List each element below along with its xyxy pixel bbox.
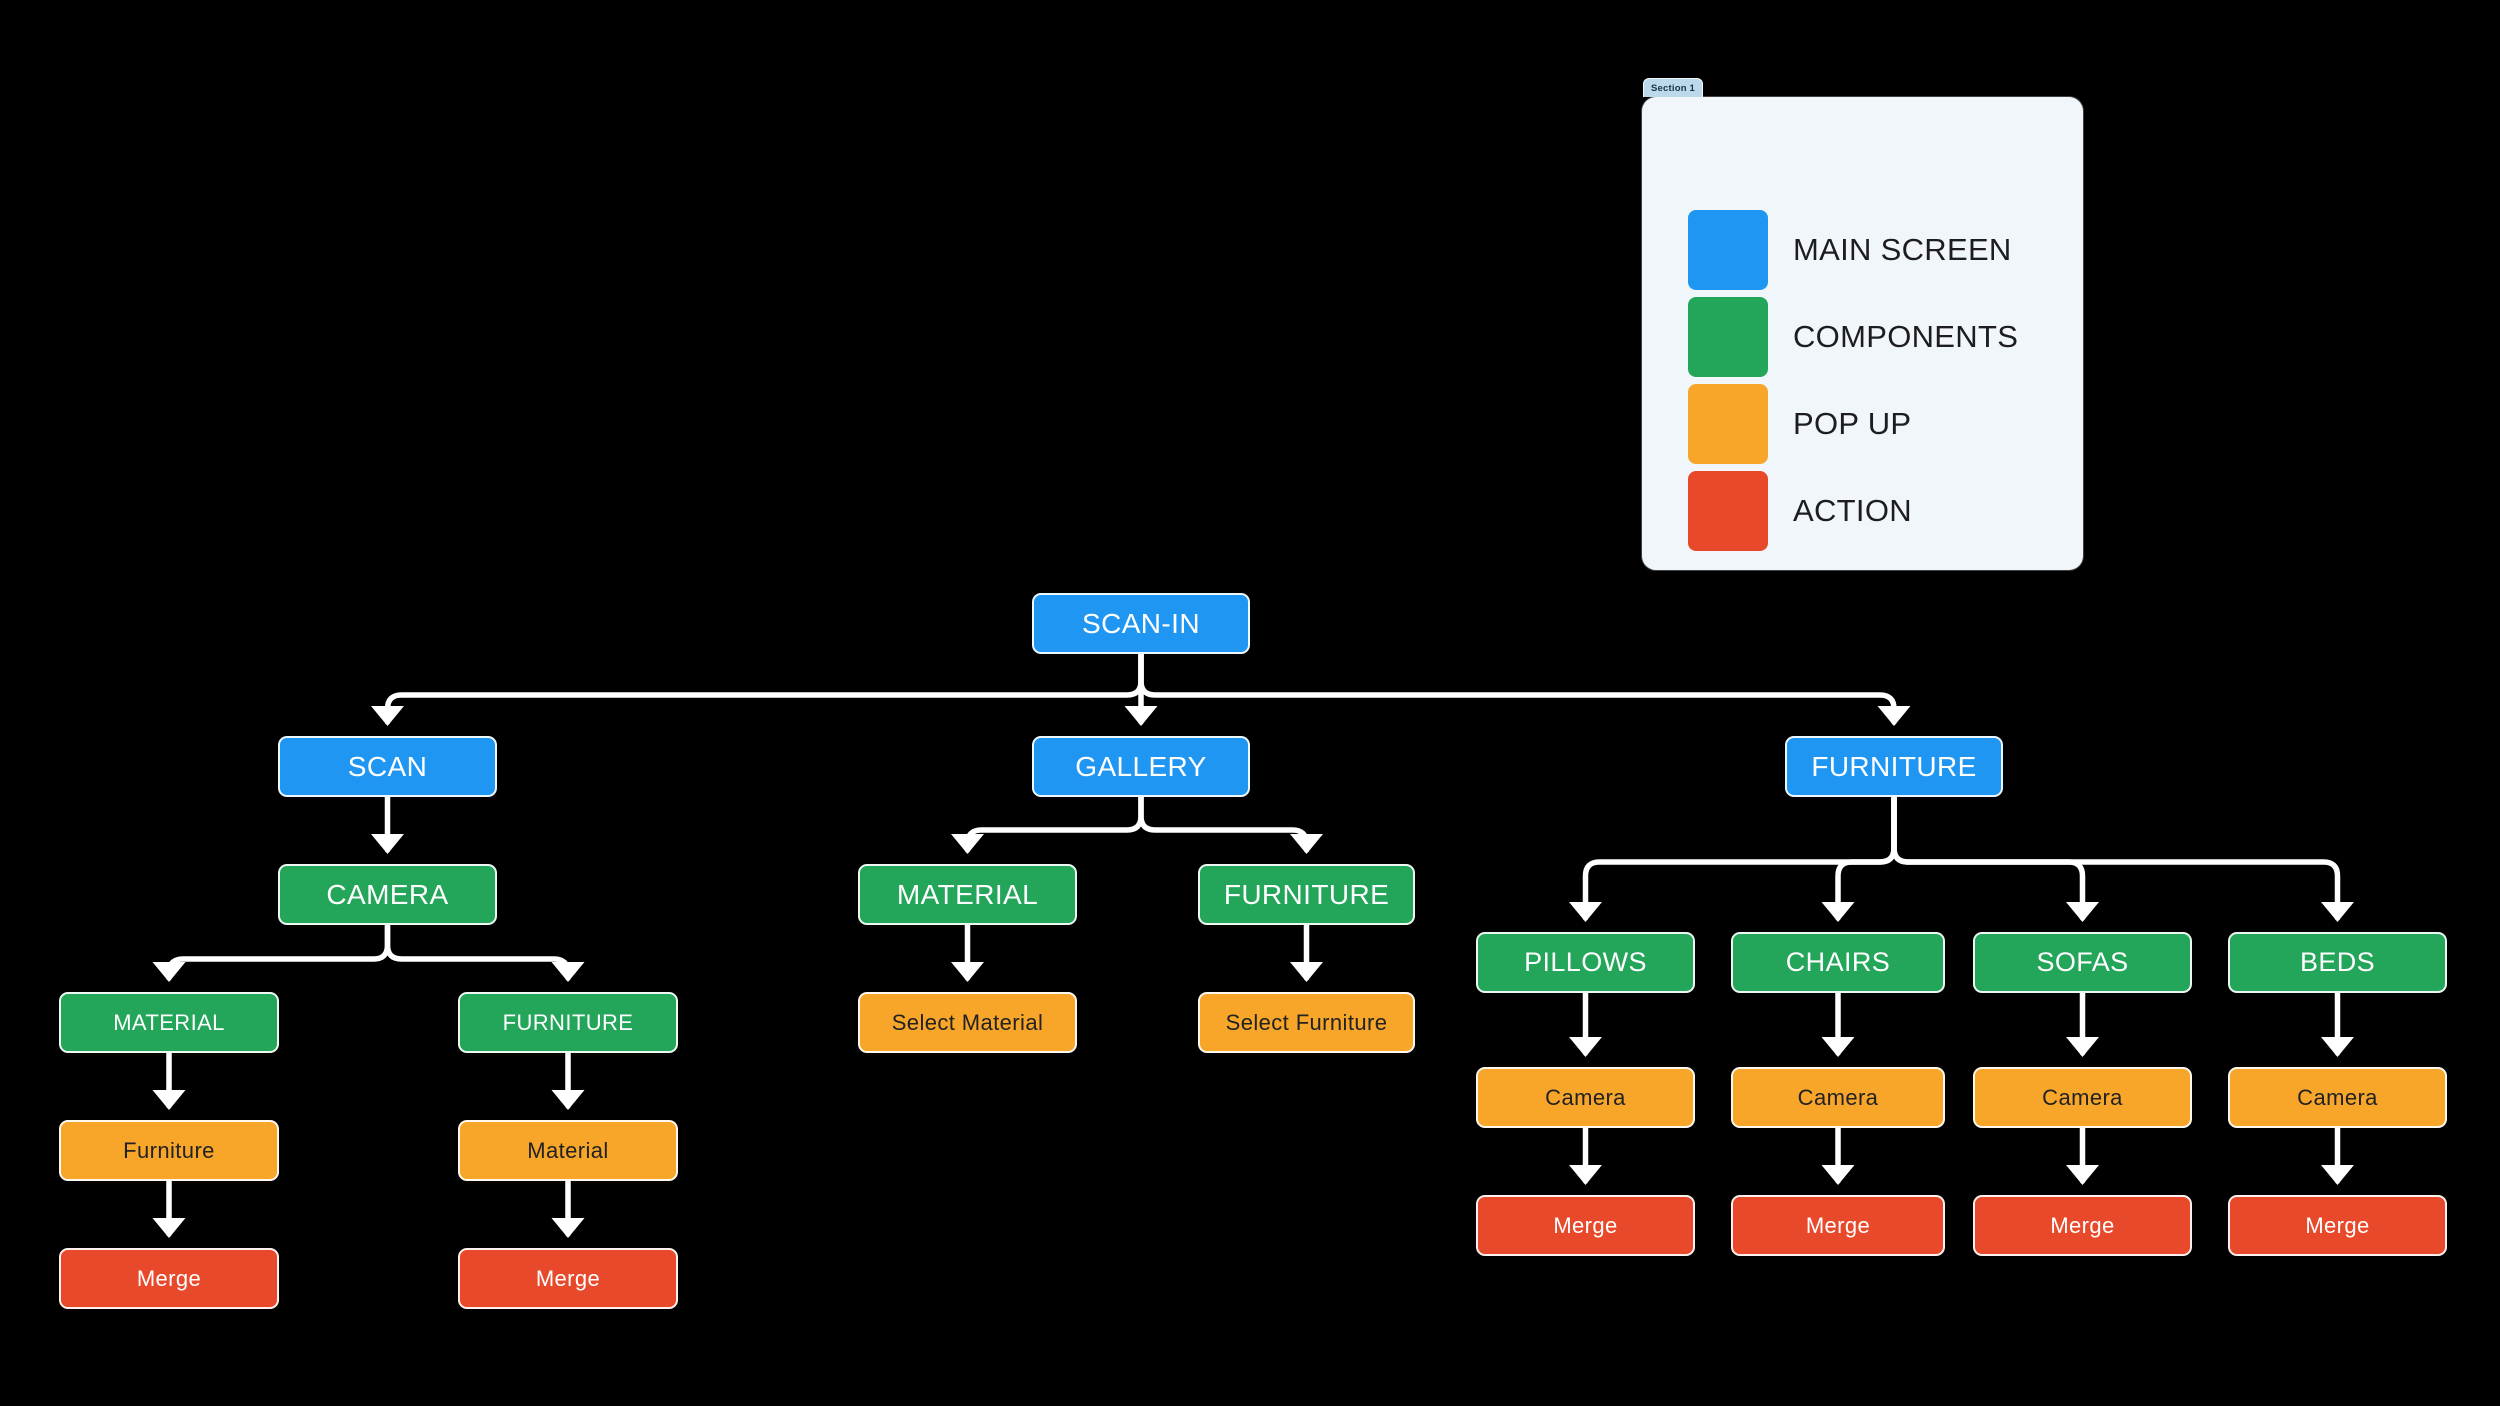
edge-furn-chairs [1821,794,1897,922]
node-scan-furniture[interactable]: FURNITURE [458,992,678,1053]
section-tab-label: Section 1 [1651,82,1696,94]
legend-label: MAIN SCREEN [1793,232,2012,267]
node-beds[interactable]: BEDS [2228,932,2447,993]
legend-items: MAIN SCREEN COMPONENTS POP UP ACTION [1688,210,2053,551]
node-scan[interactable]: SCAN [278,736,497,797]
legend-item-pop_up: POP UP [1688,384,2053,464]
edge-gallery-material [951,794,1144,854]
node-merge-sofas[interactable]: Merge [1973,1195,2192,1256]
section-tab[interactable]: Section 1 [1643,78,1704,97]
edge-gallery-furniture [1138,794,1323,854]
legend-item-action: ACTION [1688,471,2053,551]
edge-scanin-scan [371,651,1144,726]
node-gallery-furniture[interactable]: FURNITURE [1198,864,1415,925]
action-swatch [1688,471,1768,551]
edge-scanin-furniture [1138,651,1911,726]
edge-camera-material [152,923,391,982]
node-merge-chairs[interactable]: Merge [1731,1195,1945,1256]
edge-furn-sofas [1891,794,2099,922]
edge-furn-pillows [1569,794,1897,922]
node-camera-pillows[interactable]: Camera [1476,1067,1695,1128]
legend-label: POP UP [1793,406,1912,441]
node-gallery[interactable]: GALLERY [1032,736,1250,797]
edge-furn-beds [1891,794,2354,922]
legend-item-components: COMPONENTS [1688,297,2053,377]
legend-panel: Section 1 MAIN SCREEN COMPONENTS POP UP ACT… [1642,78,2083,570]
pop_up-swatch [1688,384,1768,464]
node-scan-material[interactable]: MATERIAL [59,992,279,1053]
node-chairs[interactable]: CHAIRS [1731,932,1945,993]
legend-label: ACTION [1793,493,1912,528]
components-swatch [1688,297,1768,377]
node-select-furniture[interactable]: Select Furniture [1198,992,1415,1053]
node-pillows[interactable]: PILLOWS [1476,932,1695,993]
node-merge-pillows[interactable]: Merge [1476,1195,1695,1256]
node-merge-scan-right[interactable]: Merge [458,1248,678,1309]
node-sofas[interactable]: SOFAS [1973,932,2192,993]
node-camera-scan[interactable]: CAMERA [278,864,497,925]
node-scan-in[interactable]: SCAN-IN [1032,593,1250,654]
node-merge-scan-left[interactable]: Merge [59,1248,279,1309]
node-merge-beds[interactable]: Merge [2228,1195,2447,1256]
node-furniture-main[interactable]: FURNITURE [1785,736,2003,797]
node-select-material[interactable]: Select Material [858,992,1077,1053]
node-camera-beds[interactable]: Camera [2228,1067,2447,1128]
node-popup-furniture[interactable]: Furniture [59,1120,279,1181]
node-popup-material[interactable]: Material [458,1120,678,1181]
legend-item-main_screen: MAIN SCREEN [1688,210,2053,290]
edge-camera-furniture [384,923,585,982]
main_screen-swatch [1688,210,1768,290]
node-gallery-material[interactable]: MATERIAL [858,864,1077,925]
legend-label: COMPONENTS [1793,319,2019,354]
node-camera-chairs[interactable]: Camera [1731,1067,1945,1128]
node-camera-sofas[interactable]: Camera [1973,1067,2192,1128]
